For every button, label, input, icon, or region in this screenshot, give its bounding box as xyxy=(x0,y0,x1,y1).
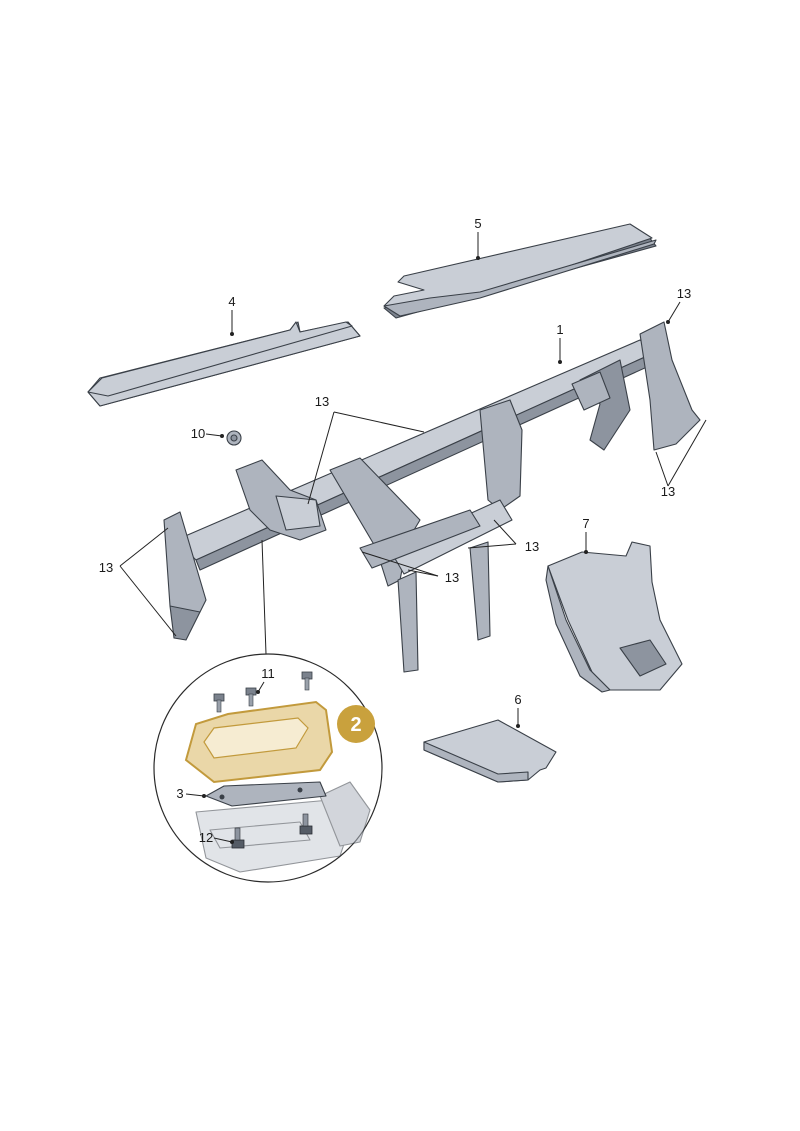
callout-13: 13 xyxy=(677,286,691,301)
callout-13: 13 xyxy=(525,539,539,554)
part-4-insulation-strip xyxy=(87,321,361,407)
bolt-icon xyxy=(213,671,313,713)
part-5-insulation-strip xyxy=(383,223,657,319)
detail-inset-circle xyxy=(153,539,383,883)
callout-13: 13 xyxy=(99,560,113,575)
part-1-cross-car-beam xyxy=(163,321,701,673)
part-2-highlight-badge: 2 xyxy=(337,705,375,743)
callout-13: 13 xyxy=(315,394,329,409)
callout-6: 6 xyxy=(514,692,521,707)
bolt-icon xyxy=(231,813,313,849)
part-6-insulation-pad xyxy=(423,719,557,783)
callout-3: 3 xyxy=(176,786,183,801)
callout-4: 4 xyxy=(228,294,235,309)
part-10-clip xyxy=(226,430,242,446)
callout-13: 13 xyxy=(445,570,459,585)
leader-lines xyxy=(119,232,707,844)
callout-10: 10 xyxy=(191,426,205,441)
callout-5: 5 xyxy=(474,216,481,231)
part-7-air-duct xyxy=(545,541,683,693)
callout-labels: 5 4 1 13 13 13 10 13 13 13 7 6 11 3 12 xyxy=(99,216,691,845)
callout-11: 11 xyxy=(261,666,275,681)
callout-12: 12 xyxy=(199,830,213,845)
callout-13: 13 xyxy=(661,484,675,499)
badge-label: 2 xyxy=(350,714,361,736)
callout-7: 7 xyxy=(582,516,589,531)
callout-1: 1 xyxy=(556,322,563,337)
